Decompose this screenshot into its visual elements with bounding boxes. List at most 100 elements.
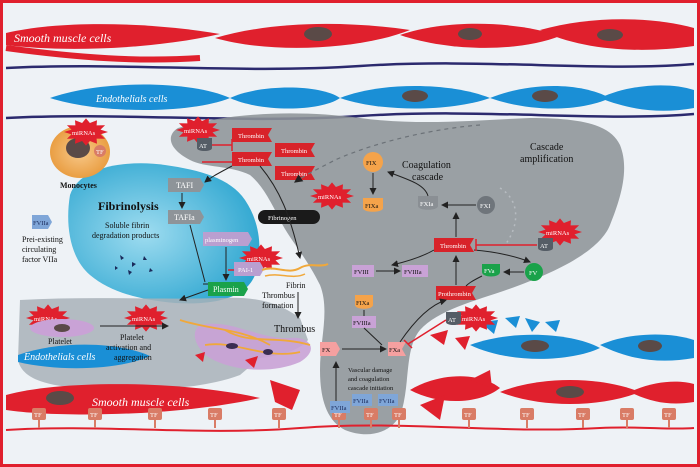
thrombus-formation-line2: formation — [262, 301, 294, 310]
mirna-burst — [176, 116, 220, 144]
tf-marker — [392, 408, 406, 420]
fviiia-node: FVIIIa — [402, 265, 428, 277]
at-top: AT — [197, 138, 212, 151]
plasmin-label: Plasmin — [213, 285, 239, 294]
thrombin-1: Thrombin — [238, 133, 265, 140]
platelet-activation-line3: aggregation — [114, 353, 152, 362]
smooth-muscle-bottom-label: Smooth muscle cells — [92, 395, 190, 409]
thrombin-5: Thrombin — [440, 243, 467, 250]
fixa2-label: FIXa — [356, 300, 369, 307]
fviia-3: FVIIa — [379, 398, 395, 405]
smooth-muscle-top — [5, 19, 694, 63]
fxia-label: FXIa — [420, 201, 433, 208]
pai1-node: PAI-1 — [234, 262, 264, 276]
vascular-line3: cascade initiation — [348, 385, 394, 392]
mirna-label: miRNAs — [462, 316, 486, 323]
mirna-burst — [538, 218, 582, 246]
tf-marker — [272, 408, 286, 420]
thrombus-formation-line1: Thrombus — [262, 291, 295, 300]
fixa-node: FIXa — [363, 198, 383, 212]
at-right-label: AT — [540, 243, 548, 250]
at-lower: AT — [446, 312, 461, 325]
mirna-label: miRNAs — [247, 256, 271, 263]
fviii-node: FVIII — [352, 265, 374, 277]
tf-marker — [364, 408, 378, 420]
preexisting-fviia-badge: FVIIa — [33, 220, 49, 227]
fibrinolysis-title: Fibrinolysis — [98, 199, 159, 213]
tf-marker-label: TF — [464, 412, 472, 419]
preexisting-line2: circulating — [22, 245, 56, 254]
tf-marker-label: TF — [210, 412, 218, 419]
at-right: AT — [538, 238, 553, 251]
monocytes-label: Monocytes — [60, 181, 97, 190]
endothelial-top-label: Endothelials cells — [95, 94, 167, 105]
amplification-arc — [294, 124, 481, 183]
degradation-fragments — [115, 255, 153, 275]
fxi-node: FXI — [477, 196, 495, 214]
tf-marker-label: TF — [90, 412, 98, 419]
thrombin-3: Thrombin — [238, 157, 265, 164]
tf-marker — [520, 408, 534, 420]
fviia-2: FVIIa — [353, 398, 369, 405]
tf-marker-label: TF — [274, 412, 282, 419]
tf-marker — [620, 408, 634, 420]
fxa-label: FXa — [389, 347, 400, 354]
prothrombin-label: Prothrombin — [438, 291, 472, 298]
coagulation-cascade-line2: cascade — [412, 172, 444, 183]
fv-label: FV — [529, 270, 538, 277]
fibrinogen-node: Fibrinogen — [258, 210, 320, 224]
pai1-label: PAI-1 — [238, 267, 253, 274]
mirna-label: miRNAs — [184, 128, 208, 135]
fviia-1: FVIIa — [331, 405, 347, 412]
mirna-label: miRNAs — [72, 130, 96, 137]
fx-label: FX — [322, 347, 331, 354]
fva-label: FVa — [484, 268, 495, 275]
tafia-label: TAFIa — [174, 213, 195, 222]
tf-marker-label: TF — [578, 412, 586, 419]
plasmin-node: Plasmin — [208, 282, 248, 296]
coagulation-cascade-line1: Coagulation — [402, 160, 451, 171]
fx-node: FX — [320, 342, 340, 356]
tafia-node: TAFIa — [168, 210, 204, 224]
cascade-amplification-line1: Cascade — [530, 142, 564, 153]
mirna-burst — [310, 182, 354, 210]
tf-marker — [576, 408, 590, 420]
vessel-line-top — [5, 62, 695, 71]
fviiia2-node: FVIIIa — [352, 316, 376, 328]
vascular-line2: and coagulation — [348, 376, 390, 383]
mirna-burst — [26, 304, 70, 332]
platelet-activation-line2: activation and — [106, 343, 151, 352]
prothrombin-node: Prothrombin — [436, 286, 476, 300]
tf-marker — [88, 408, 102, 420]
soluble-fibrin-line1: Soluble fibrin — [105, 221, 149, 230]
tafi-node: TAFI — [168, 178, 204, 192]
soluble-fibrin-line2: degradation products — [92, 231, 159, 240]
tf-marker-label: TF — [522, 412, 530, 419]
endothelial-top — [50, 84, 694, 111]
fibrin-label: Fibrin — [286, 281, 306, 290]
tf-marker — [32, 408, 46, 420]
tf-marker-label: TF — [394, 412, 402, 419]
mirna-label: miRNAs — [132, 316, 156, 323]
fix-label: FIX — [366, 160, 377, 167]
tf-marker — [462, 408, 476, 420]
tf-marker-label: TF — [664, 412, 672, 419]
fxi-label: FXI — [480, 203, 490, 210]
thrombin-2: Thrombin — [281, 148, 308, 155]
fxa-node: FXa — [388, 342, 406, 356]
fxia-node: FXIa — [418, 196, 438, 210]
tf-marker-label: TF — [622, 412, 630, 419]
tf-marker-label: TF — [150, 412, 158, 419]
smooth-muscle-top-label: Smooth muscle cells — [14, 31, 112, 45]
vessel-line-mid — [5, 112, 695, 121]
platelet-label: Platelet — [48, 337, 73, 346]
thrombin-central: Thrombin — [434, 238, 474, 252]
fix-node: FIX — [363, 152, 383, 172]
fixa2-node: FIXa — [355, 295, 373, 309]
cascade-amplification-line2: amplification — [520, 154, 573, 165]
tf-marker — [662, 408, 676, 420]
fviiia-label: FVIIIa — [404, 269, 422, 276]
